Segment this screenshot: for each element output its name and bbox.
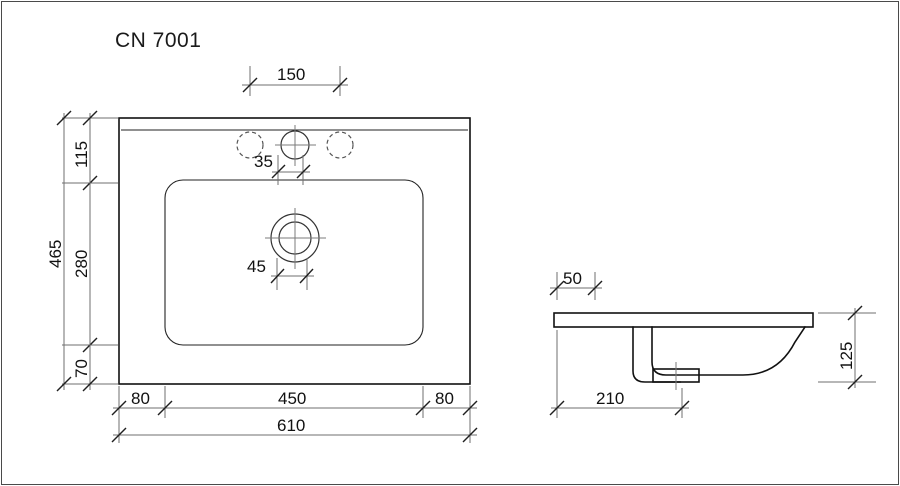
counter-slab-outline [553,312,814,328]
dimension-drain-offset: 45 [247,257,314,290]
bowl-profile-outline [651,325,807,376]
dimension-label-70: 70 [72,359,91,378]
dimension-label-210: 210 [596,389,624,408]
dimension-label-35: 35 [254,152,273,171]
tap-hole-left-icon [236,131,264,159]
drain-hole-group [265,208,326,269]
dimension-label-125: 125 [837,342,856,370]
basin-recess-outline [164,179,424,346]
dimension-label-45: 45 [247,257,266,276]
dimension-label-80-left: 80 [131,389,150,408]
dimension-label-610: 610 [277,416,305,435]
plan-view: 150 35 45 [46,65,478,443]
dimension-label-280: 280 [72,250,91,278]
dimension-label-115: 115 [72,141,91,168]
dimension-tap-spacing: 150 [242,65,348,96]
dimension-label-150: 150 [277,65,305,84]
overflow-channel-outer [632,326,681,383]
dimension-overflow-to-drain: 210 [549,330,690,418]
dimension-chain-horizontal: 80 450 80 610 [111,386,478,443]
dimension-label-50: 50 [563,269,582,288]
basin-outer-outline [118,117,471,385]
tap-hole-right-icon [326,131,354,159]
dimension-tap-offset: 35 [254,152,311,185]
dimension-label-465: 465 [46,240,65,268]
dimension-label-80-right: 80 [435,389,454,408]
dimension-chain-vertical: 115 280 70 465 [46,110,118,392]
dimension-label-450: 450 [278,389,306,408]
page-title: CN 7001 [115,29,201,52]
dimension-bowl-height: 125 [818,305,876,390]
side-view: 50 125 210 [549,269,876,418]
tap-hole-group [236,125,354,166]
dimension-rim-offset: 50 [549,269,603,300]
